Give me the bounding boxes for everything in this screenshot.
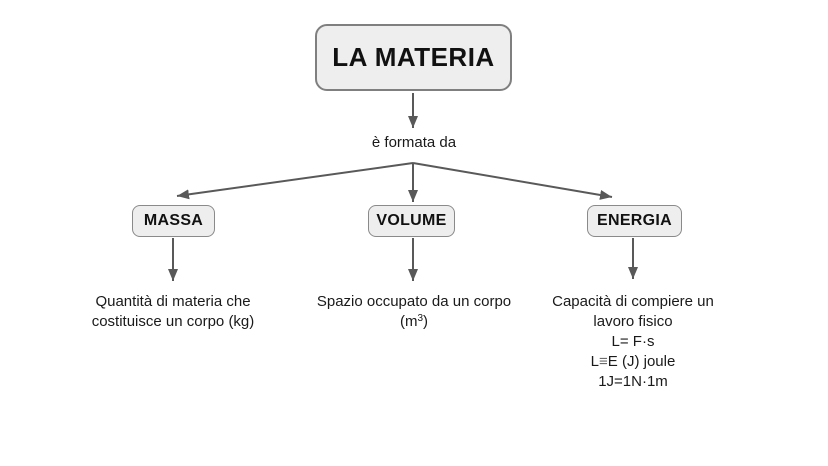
node-energia-label: ENERGIA	[597, 212, 672, 229]
volume-description: Spazio occupato da un corpo (m3)	[302, 292, 526, 334]
energia-formula-post: E (J) joule	[607, 353, 676, 370]
node-la-materia-label: LA MATERIA	[332, 42, 495, 72]
branch-label: è formata da	[371, 134, 457, 151]
volume-desc-line2: (m3)	[302, 312, 526, 334]
energia-formula-pre: L	[590, 353, 600, 370]
energia-desc-line4: L≡E (J) joule	[533, 352, 733, 372]
massa-description: Quantità di materia che costituisce un c…	[73, 292, 273, 332]
node-energia: ENERGIA	[587, 205, 682, 237]
massa-desc-line1: Quantità di materia che	[95, 293, 251, 310]
energia-desc-line1: Capacità di compiere un	[552, 293, 714, 310]
node-volume-label: VOLUME	[376, 212, 447, 229]
energia-desc-line2: lavoro fisico	[593, 313, 673, 330]
node-la-materia: LA MATERIA	[315, 24, 512, 91]
energia-desc-line5: 1J=1N·1m	[598, 373, 668, 390]
node-massa: MASSA	[132, 205, 215, 237]
volume-unit-post: )	[423, 313, 429, 330]
volume-unit-exponent: 3	[417, 313, 424, 324]
massa-desc-line2: costituisce un corpo (kg)	[91, 313, 255, 330]
energia-desc-line3: L= F·s	[611, 333, 655, 350]
node-volume: VOLUME	[368, 205, 455, 237]
arrow-branch-to-energia	[412, 162, 613, 200]
equivalence-symbol: ≡	[599, 353, 608, 370]
energia-description: Capacità di compiere un lavoro fisico L=…	[533, 292, 733, 392]
volume-unit-pre: (m	[399, 313, 418, 330]
arrow-branch-to-massa	[176, 162, 414, 200]
volume-desc-line1: Spazio occupato da un corpo	[316, 293, 512, 310]
node-massa-label: MASSA	[143, 212, 204, 229]
